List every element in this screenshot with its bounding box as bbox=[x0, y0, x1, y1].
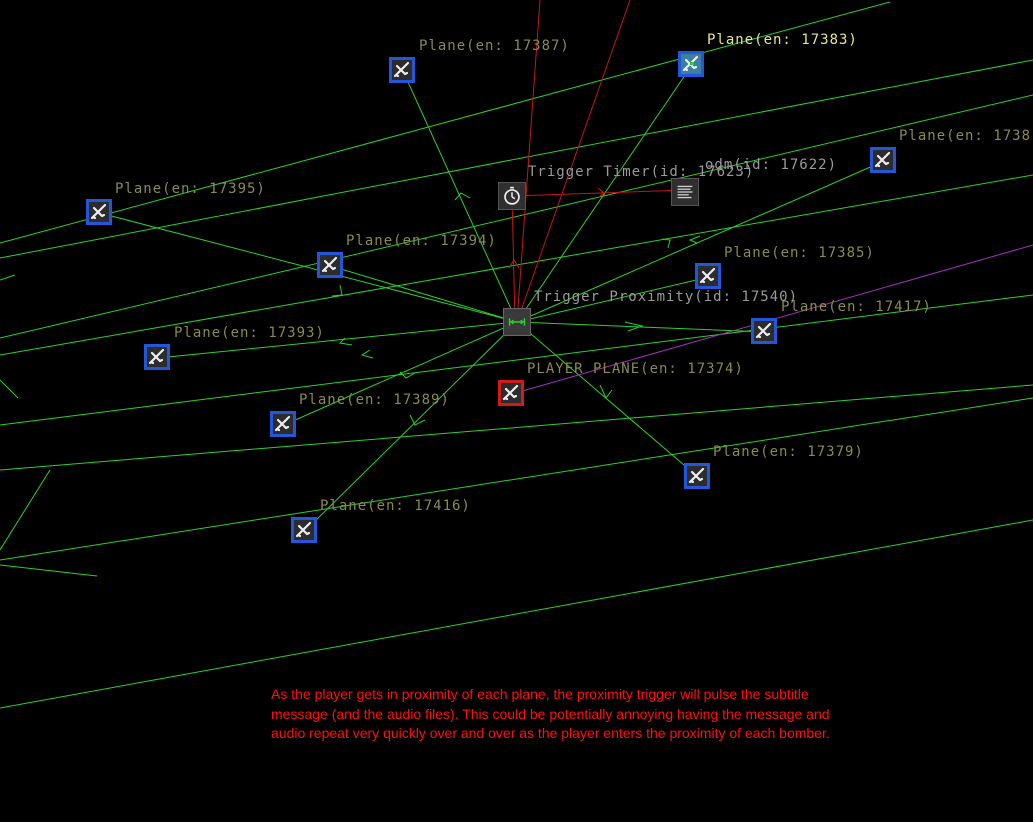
plane-icon bbox=[274, 415, 291, 432]
plane-node-17416[interactable] bbox=[291, 517, 317, 543]
plane-label-17387: Plane(en: 17387) bbox=[419, 38, 570, 54]
player-plane-node[interactable] bbox=[498, 380, 524, 406]
plane-icon bbox=[295, 521, 312, 538]
plane-icon bbox=[321, 256, 338, 273]
plane-icon bbox=[90, 203, 107, 220]
plane-node-17385[interactable] bbox=[695, 263, 721, 289]
proximity-icon bbox=[508, 318, 526, 326]
plane-node-17417[interactable] bbox=[751, 318, 777, 344]
plane-icon bbox=[688, 467, 705, 484]
plane-label-17379: Plane(en: 17379) bbox=[713, 444, 864, 460]
plane-label-17394: Plane(en: 17394) bbox=[346, 233, 497, 249]
plane-label-1738x: Plane(en: 1738 bbox=[899, 128, 1032, 144]
plane-icon bbox=[755, 322, 772, 339]
plane-icon bbox=[393, 61, 410, 78]
annotation-note: As the player gets in proximity of each … bbox=[271, 686, 830, 741]
text-lines-icon bbox=[677, 185, 693, 199]
plane-label-17383: Plane(en: 17383) bbox=[707, 32, 858, 48]
plane-label-17393: Plane(en: 17393) bbox=[174, 325, 325, 341]
plane-node-17393[interactable] bbox=[144, 344, 170, 370]
plane-node-17389[interactable] bbox=[270, 411, 296, 437]
plane-node-1738x[interactable] bbox=[870, 147, 896, 173]
plane-label-17395: Plane(en: 17395) bbox=[115, 181, 266, 197]
plane-icon bbox=[699, 267, 716, 284]
plane-label-17416: Plane(en: 17416) bbox=[320, 498, 471, 514]
plane-icon bbox=[502, 384, 519, 401]
plane-label-17385: Plane(en: 17385) bbox=[724, 245, 875, 261]
plane-node-17379[interactable] bbox=[684, 463, 710, 489]
plane-node-17395[interactable] bbox=[86, 199, 112, 225]
plane-icon bbox=[874, 151, 891, 168]
player-plane-label: PLAYER PLANE(en: 17374) bbox=[527, 361, 744, 377]
plane-icon bbox=[682, 55, 699, 72]
plane-label-17417: Plane(en: 17417) bbox=[781, 299, 932, 315]
subtitle-label: odm(id: 17622) bbox=[705, 157, 838, 173]
trigger-timer-node[interactable] bbox=[498, 182, 526, 210]
trigger-timer-label: Trigger Timer(id: 17623) bbox=[528, 164, 755, 180]
trigger-proximity-node[interactable] bbox=[503, 308, 531, 336]
plane-node-17394[interactable] bbox=[317, 252, 343, 278]
plane-icon bbox=[148, 348, 165, 365]
plane-node-17383[interactable] bbox=[678, 51, 704, 77]
plane-node-17387[interactable] bbox=[389, 57, 415, 83]
plane-label-17389: Plane(en: 17389) bbox=[299, 392, 450, 408]
subtitle-node[interactable] bbox=[671, 178, 699, 206]
trigger-proximity-label: Trigger Proximity(id: 17540) bbox=[534, 289, 799, 305]
stopwatch-icon bbox=[504, 186, 520, 205]
